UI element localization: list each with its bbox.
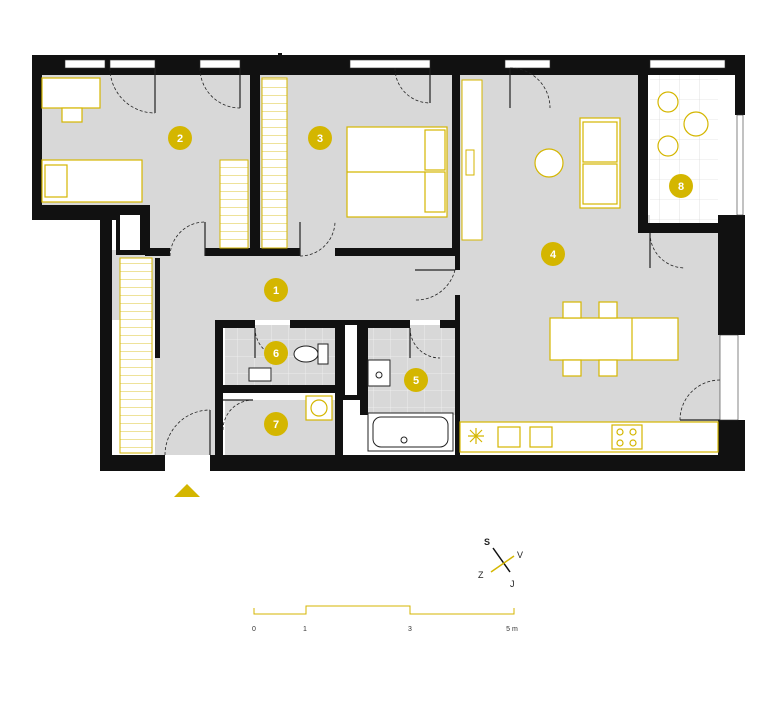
room-badges: 1 2 3 4 5 6 7 8: [168, 126, 693, 436]
room-badge-6: 6: [264, 341, 288, 365]
scale-bar: 0 1 3 5 m: [252, 605, 518, 633]
room-badge-8: 8: [669, 174, 693, 198]
room-badge-1: 1: [264, 278, 288, 302]
furniture: [41, 77, 719, 453]
compass-west-label: Z: [478, 570, 484, 580]
room-number: 3: [317, 133, 323, 145]
room-number: 4: [550, 249, 557, 261]
room-badge-3: 3: [308, 126, 332, 150]
scale-label-3: 3: [408, 626, 412, 633]
room-number: 2: [177, 133, 183, 145]
windows: [64, 59, 744, 421]
room-number: 7: [273, 419, 279, 431]
door-leaves: [154, 68, 720, 455]
room-number: 8: [678, 181, 684, 193]
scale-label-0: 0: [252, 626, 256, 633]
scale-bar-line: [253, 605, 515, 615]
compass-east-label: V: [517, 550, 523, 560]
room-number: 5: [413, 375, 419, 387]
room-badge-7: 7: [264, 412, 288, 436]
room-badge-4: 4: [541, 242, 565, 266]
room-badge-5: 5: [404, 368, 428, 392]
wardrobes: [119, 77, 483, 454]
compass-south-label: J: [510, 579, 515, 589]
compass-needle: [492, 547, 511, 573]
room-badge-2: 2: [168, 126, 192, 150]
scale-label-5m: 5 m: [506, 626, 518, 633]
sanitary-fixtures: [248, 343, 454, 452]
room-number: 1: [273, 285, 279, 297]
entrance-arrow-icon: [174, 484, 200, 497]
compass-cross: [490, 555, 515, 573]
compass: S V J Z: [478, 537, 523, 589]
scale-label-1: 1: [303, 626, 307, 633]
compass-north-label: S: [484, 537, 490, 547]
room-number: 6: [273, 348, 279, 360]
